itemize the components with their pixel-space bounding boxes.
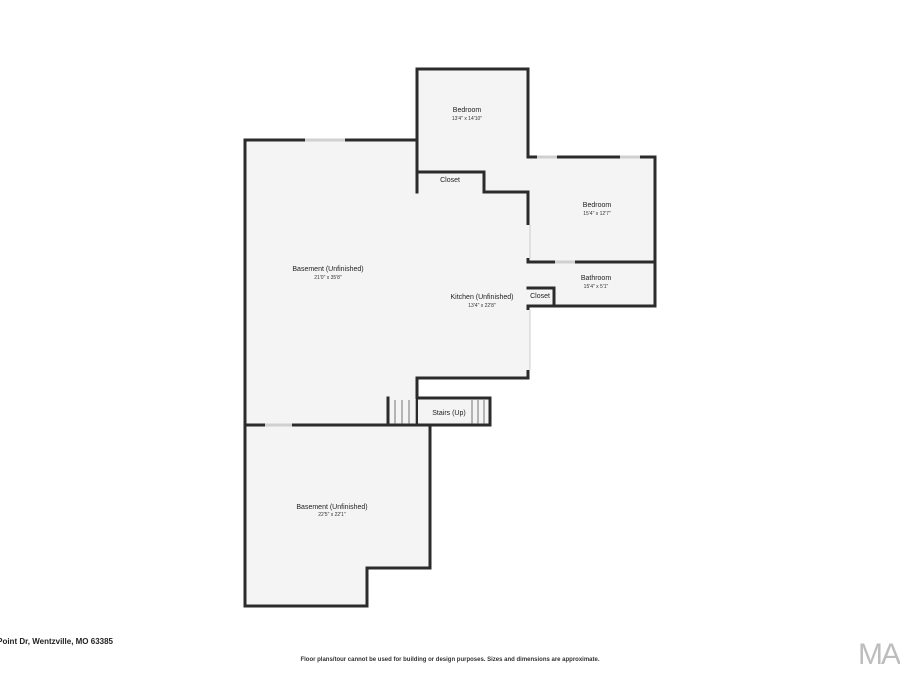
floor-main bbox=[245, 140, 528, 425]
basement-main-dim: 21'0" x 35'8" bbox=[314, 275, 342, 281]
brand-logo: MA bbox=[858, 638, 900, 671]
bathroom-dim: 15'4" x 5'1" bbox=[584, 284, 609, 290]
bedroom-top-dim: 13'4" x 14'10" bbox=[452, 116, 482, 122]
basement-lower-dim: 22'5" x 22'1" bbox=[318, 512, 346, 518]
basement-lower-label: Basement (Unfinished) bbox=[296, 504, 367, 511]
floor-fill bbox=[245, 69, 655, 606]
floor-bedroom-top bbox=[417, 69, 528, 192]
windows bbox=[265, 138, 640, 427]
bathroom-label: Bathroom bbox=[581, 275, 612, 282]
bedroom-right-label: Bedroom bbox=[583, 202, 612, 209]
kitchen-dim: 13'4" x 22'8" bbox=[468, 303, 496, 309]
floor-stairs bbox=[388, 398, 490, 425]
basement-main-label: Basement (Unfinished) bbox=[292, 266, 363, 273]
disclaimer-text: Floor plans/tour cannot be used for buil… bbox=[300, 657, 600, 663]
closet-right-label: Closet bbox=[530, 293, 550, 300]
bedroom-right-dim: 15'4" x 12'7" bbox=[583, 211, 611, 217]
floor-lower bbox=[245, 425, 430, 606]
property-address: n Point Dr, Wentzville, MO 63385 bbox=[0, 637, 113, 646]
closet-top-label: Closet bbox=[440, 177, 460, 184]
wall-closet-top bbox=[415, 170, 530, 262]
floor-right-wing bbox=[528, 157, 655, 306]
kitchen-label: Kitchen (Unfinished) bbox=[450, 294, 513, 301]
wall-closet-right bbox=[526, 286, 556, 308]
stairs-label: Stairs (Up) bbox=[432, 410, 465, 417]
bedroom-top-label: Bedroom bbox=[453, 107, 482, 114]
